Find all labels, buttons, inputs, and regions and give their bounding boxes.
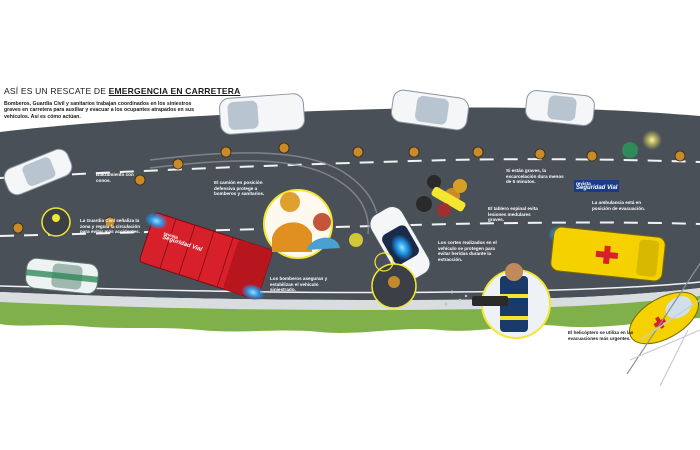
callout-tablero: El tablero espinal evita lesiones medula… [488, 206, 538, 223]
callout-cortes: Los cortes realizados en el vehículo se … [438, 240, 497, 262]
skid-marks [149, 152, 379, 235]
callout-guardia: La Guardia Civil señaliza la zona y regu… [80, 218, 141, 235]
paramedic-highlight [642, 130, 662, 150]
callout-excarcelacion: Si están graves, la excarcelación dura m… [506, 168, 564, 185]
car-white-right [525, 90, 595, 126]
guardia-civil-car [25, 257, 99, 295]
helicopter [626, 261, 700, 375]
ambulance [547, 225, 666, 282]
fire-truck [139, 212, 273, 301]
brand-name: Seguridad Vial [576, 185, 618, 191]
title-emphasis: EMERGENCIA EN CARRETERA [108, 86, 241, 96]
intro-paragraph: Bomberos, Guardia Civil y sanitarios tra… [4, 101, 195, 120]
callout-ambulancia: La ambulancia está en posición de evacua… [592, 200, 646, 211]
helicopter-rotor-blades [629, 299, 700, 387]
rescuers-group [416, 175, 467, 217]
brand-revista: revista [576, 181, 591, 186]
car-white-middle [390, 89, 470, 131]
callout-bomberos: Los bomberos aseguran y estabilizan el v… [270, 276, 328, 293]
crashed-car [369, 205, 431, 283]
page-title: ASÍ ES UN RESCATE DE EMERGENCIA EN CARRE… [4, 86, 240, 96]
brand-logo: revista Seguridad Vial [574, 180, 620, 192]
callout-helicoptero: El helicóptero se utiliza en las evacuac… [568, 330, 634, 341]
callout-camion: El camión en posición defensiva protege … [214, 180, 265, 197]
callout-conos: Balizamiento con conos. [96, 172, 134, 183]
debris [444, 290, 468, 306]
van-white [219, 93, 305, 135]
traffic-cones [12, 142, 686, 234]
title-prefix: ASÍ ES UN RESCATE DE [4, 86, 107, 96]
car-white-left [3, 148, 73, 196]
